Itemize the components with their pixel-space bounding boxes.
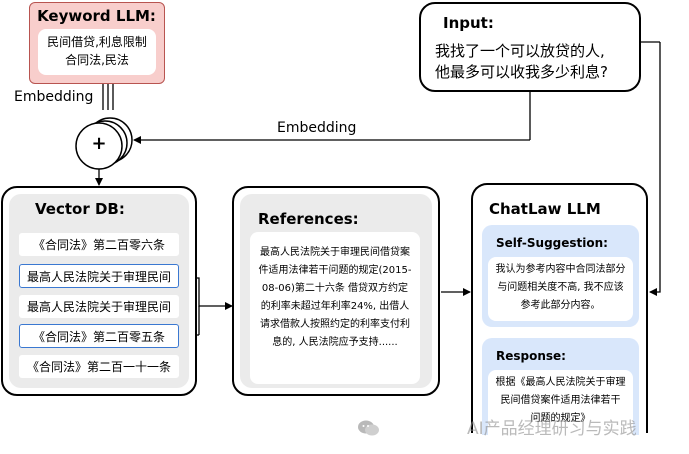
self-suggestion-line-3: 参考此部分内容。 [520, 300, 601, 311]
self-suggestion-panel: Self-Suggestion: 我认为参考内容中合同法部分 与问题相关度不高,… [482, 225, 639, 327]
response-content: 根据《最高人民法院关于审理 民间借贷案件适用法律若干 问题的规定》 [488, 370, 633, 435]
input-line-2: 他最多可以收我多少利息? [435, 63, 608, 81]
keyword-llm-content: 民间借贷,利息限制 合同法,民法 [38, 29, 156, 75]
response-line-2: 民间借贷案件适用法律若干 [500, 395, 621, 406]
chatlaw-box: ChatLaw LLM Self-Suggestion: 我认为参考内容中合同法… [471, 183, 648, 435]
chatlaw-title: ChatLaw LLM [489, 200, 601, 218]
keyword-llm-box: Keyword LLM: 民间借贷,利息限制 合同法,民法 [29, 2, 165, 84]
keyword-line-1: 民间借贷,利息限制 [47, 35, 147, 49]
references-box: References: 最高人民法院关于审理民间借贷案 件适用法律若干问题的规定… [232, 186, 440, 396]
references-line-1: 最高人民法院关于审理民间借贷案 [260, 247, 410, 258]
response-line-3: 问题的规定》 [530, 413, 591, 424]
references-line-3: 08-06)第二十六条 借贷双方约定 [261, 283, 409, 294]
vector-item-2[interactable]: 最高人民法院关于审理民间 [19, 264, 179, 288]
references-content: 最高人民法院关于审理民间借贷案 件适用法律若干问题的规定(2015- 08-06… [250, 232, 420, 384]
response-line-1: 根据《最高人民法院关于审理 [495, 377, 626, 388]
self-suggestion-line-1: 我认为参考内容中合同法部分 [495, 264, 626, 275]
plus-sign: + [91, 133, 107, 154]
vector-item-1[interactable]: 《合同法》第二百零六条 [19, 233, 179, 256]
references-line-5: 请求借款人按照约定的利率支付利 [260, 319, 410, 330]
input-line-1: 我找了一个可以放贷的人, [435, 42, 605, 60]
input-title: Input: [443, 14, 494, 32]
vector-item-5[interactable]: 《合同法》第二百一十一条 [19, 355, 179, 378]
vector-item-3[interactable]: 最高人民法院关于审理民间 [19, 295, 179, 318]
response-panel: Response: 根据《最高人民法院关于审理 民间借贷案件适用法律若干 问题的… [482, 338, 639, 435]
vector-db-box: Vector DB: 《合同法》第二百零六条 最高人民法院关于审理民间 最高人民… [1, 186, 197, 396]
references-line-6: 息的, 人民法院应予支持...... [272, 337, 398, 348]
keyword-llm-title: Keyword LLM: [37, 7, 156, 25]
references-line-2: 件适用法律若干问题的规定(2015- [258, 265, 412, 276]
keyword-line-2: 合同法,民法 [65, 53, 129, 67]
self-suggestion-title: Self-Suggestion: [496, 236, 608, 250]
references-line-4: 的利率未超过年利率24%, 出借人 [260, 301, 410, 312]
references-title: References: [258, 210, 359, 228]
vector-db-title: Vector DB: [35, 200, 125, 218]
vector-item-4[interactable]: 《合同法》第二百零五条 [19, 324, 179, 348]
self-suggestion-line-2: 与问题相关度不高, 我不应该 [497, 282, 624, 293]
input-box: Input: 我找了一个可以放贷的人, 他最多可以收我多少利息? [419, 2, 641, 92]
watermark-text: AI产品经理研习与实践 [467, 419, 637, 439]
embedding-label-right: Embedding [277, 120, 357, 136]
embedding-label-left: Embedding [14, 89, 94, 105]
self-suggestion-content: 我认为参考内容中合同法部分 与问题相关度不高, 我不应该 参考此部分内容。 [488, 257, 633, 321]
wechat-icon [358, 419, 380, 437]
response-title: Response: [496, 349, 566, 363]
